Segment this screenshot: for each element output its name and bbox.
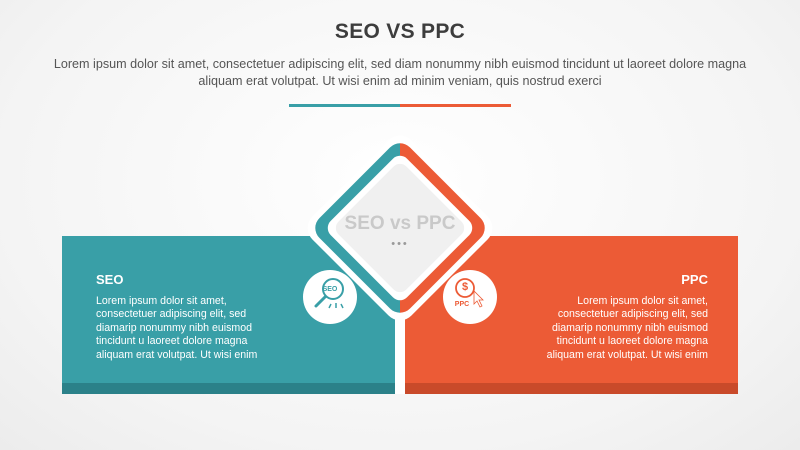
ppc-description: Lorem ipsum dolor sit amet, consectetuer… bbox=[546, 295, 708, 361]
magnifier-ray bbox=[328, 303, 332, 309]
diamond-border-ppc bbox=[400, 143, 485, 313]
ppc-title: PPC bbox=[681, 272, 708, 287]
dollar-coin-icon bbox=[455, 278, 475, 298]
diamond-center bbox=[335, 163, 465, 293]
page-subtitle: Lorem ipsum dolor sit amet, consectetuer… bbox=[53, 57, 747, 88]
title-divider-ppc bbox=[400, 104, 511, 107]
seo-icon-label: SEO bbox=[322, 286, 338, 293]
page-title: SEO VS PPC bbox=[334, 20, 466, 43]
diamond-border-seo bbox=[315, 143, 400, 313]
seo-panel-bottom-band bbox=[62, 383, 395, 394]
seo-icon-ring bbox=[322, 278, 344, 300]
magnifier-ray bbox=[340, 303, 344, 309]
seo-description: Lorem ipsum dolor sit amet, consectetuer… bbox=[96, 295, 258, 361]
title-divider-seo bbox=[289, 104, 400, 107]
cursor-icon bbox=[473, 290, 484, 308]
dollar-sign: $ bbox=[461, 281, 469, 293]
seo-title: SEO bbox=[96, 272, 124, 287]
ppc-panel-bottom-band bbox=[405, 383, 738, 394]
ppc-icon-circle bbox=[443, 270, 497, 324]
seo-icon-circle bbox=[303, 270, 357, 324]
magnifier-handle bbox=[314, 295, 327, 308]
center-dots: ••• bbox=[391, 238, 409, 250]
center-label: SEO vs PPC bbox=[344, 213, 456, 234]
ppc-icon-label: PPC bbox=[454, 301, 470, 308]
